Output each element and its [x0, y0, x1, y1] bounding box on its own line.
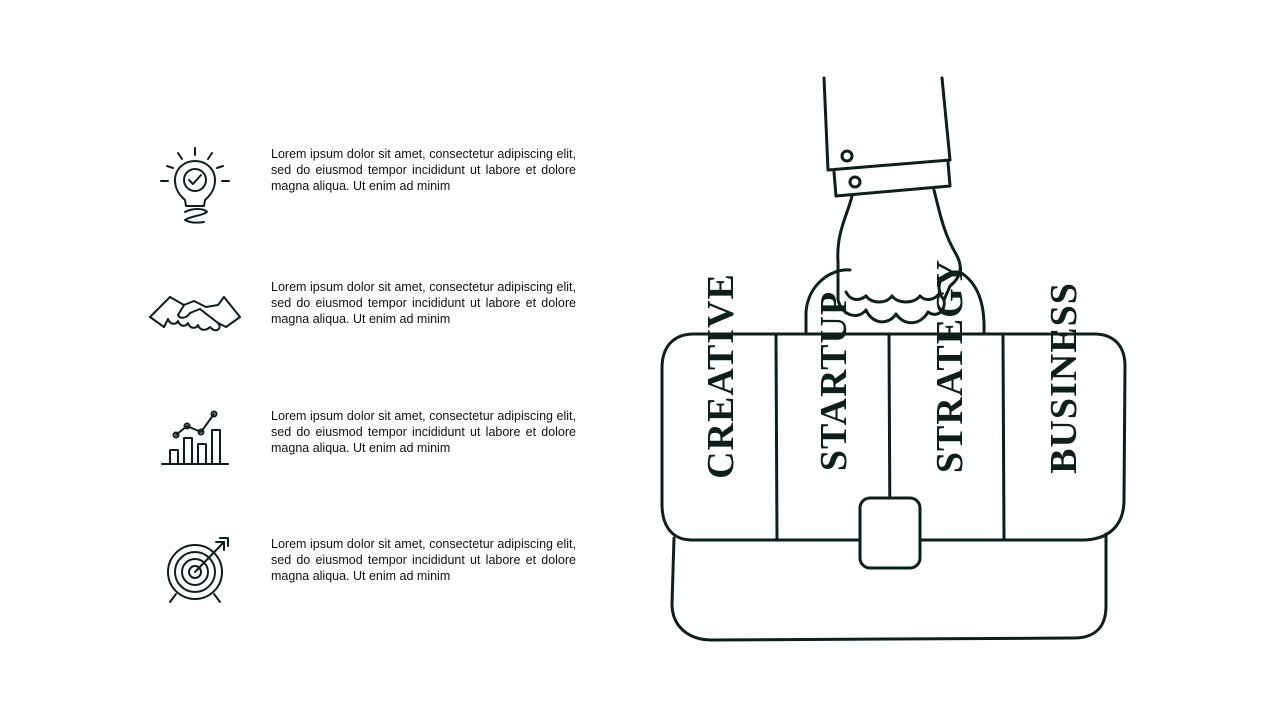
label-creative: CREATIVE: [700, 273, 742, 479]
list-item-1: Lorem ipsum dolor sit amet, consectetur …: [140, 146, 580, 226]
list-item-4: Lorem ipsum dolor sit amet, consectetur …: [140, 536, 580, 616]
label-business: BUSINESS: [1043, 282, 1085, 474]
list-item-2: Lorem ipsum dolor sit amet, consectetur …: [140, 279, 580, 359]
label-startup: STARTUP: [813, 291, 855, 471]
lightbulb-check-icon: [140, 146, 250, 226]
label-strategy: STRATEGY: [929, 259, 971, 473]
item-text: Lorem ipsum dolor sit amet, consectetur …: [271, 537, 576, 583]
item-text: Lorem ipsum dolor sit amet, consectetur …: [271, 280, 576, 326]
target-arrow-icon: [140, 536, 250, 616]
item-text: Lorem ipsum dolor sit amet, consectetur …: [271, 409, 576, 455]
hand-icon: [822, 76, 962, 325]
handshake-icon: [140, 279, 250, 359]
item-text: Lorem ipsum dolor sit amet, consectetur …: [271, 147, 576, 193]
growth-chart-icon: [140, 408, 250, 488]
briefcase-labels: CREATIVE STARTUP STRATEGY BUSINESS: [700, 259, 1085, 479]
briefcase-icon: [660, 268, 1127, 642]
list-item-3: Lorem ipsum dolor sit amet, consectetur …: [140, 408, 580, 488]
